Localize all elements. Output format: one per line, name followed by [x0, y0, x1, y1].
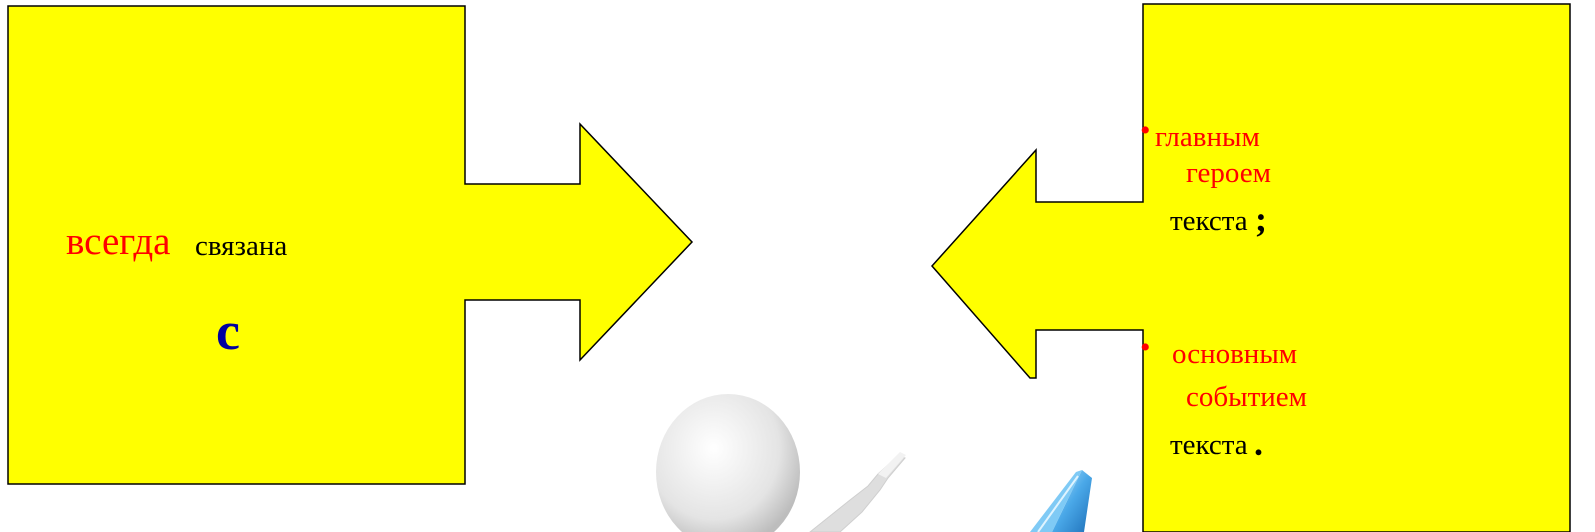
right-item-2-line2: событием — [1186, 383, 1307, 412]
figure-finger — [878, 452, 906, 478]
right-item-2-punct: . — [1254, 425, 1263, 461]
right-item-1-line1: главным — [1155, 123, 1260, 152]
right-item-1-line3: текста — [1170, 207, 1248, 236]
right-item-2-line1: основным — [1172, 340, 1297, 369]
left-word-always: всегда — [66, 222, 171, 261]
crystal-gem-illustration — [1030, 470, 1092, 532]
left-word-with: с — [216, 304, 240, 358]
right-item-1-bullet: • — [1140, 116, 1151, 146]
right-item-2-bullet: • — [1140, 333, 1151, 363]
right-item-2-line3: текста — [1170, 431, 1248, 460]
right-item-1-line2: героем — [1186, 159, 1271, 188]
right-item-1-punct: ; — [1255, 201, 1267, 237]
right-callout-shape — [932, 4, 1570, 532]
pointing-figure-illustration — [656, 394, 906, 532]
left-word-linked: связана — [195, 232, 287, 261]
figure-head — [656, 394, 800, 532]
